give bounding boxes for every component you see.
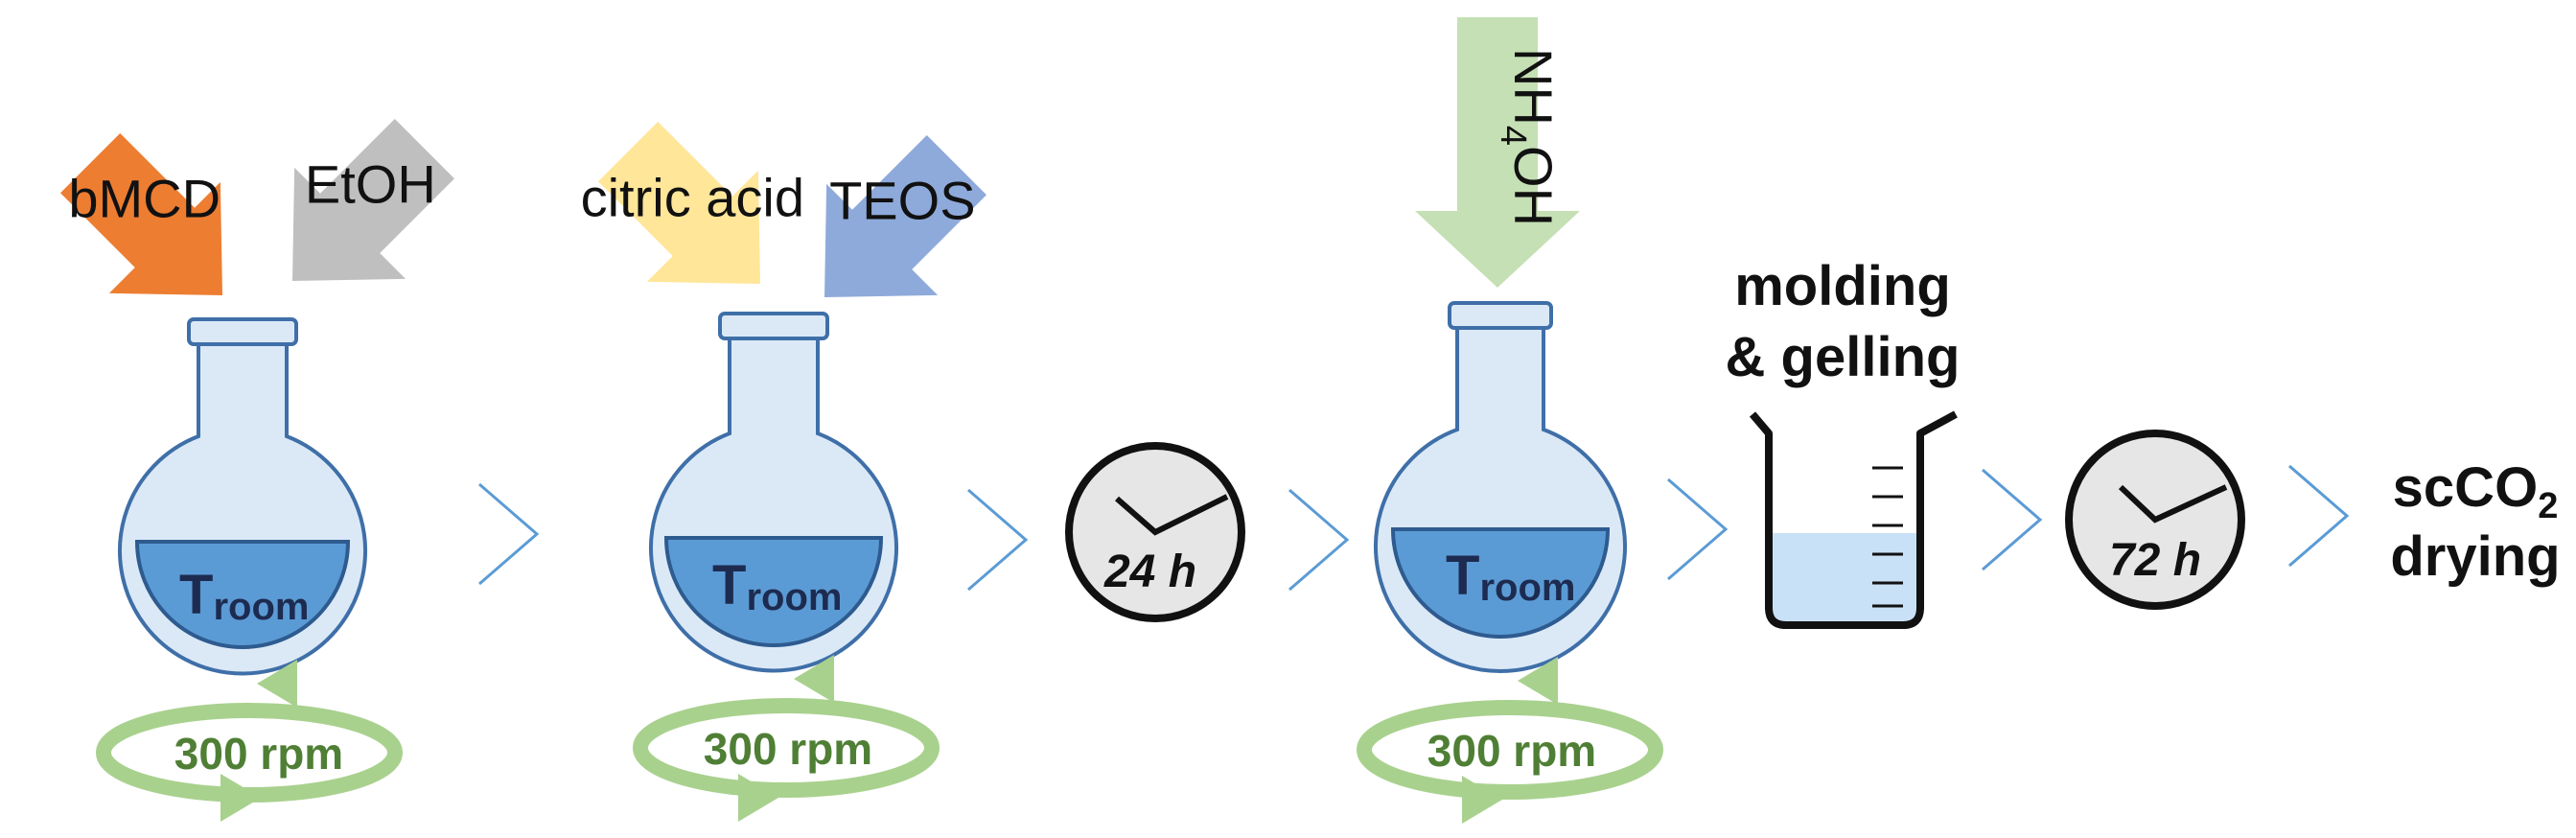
beaker-icon bbox=[1749, 410, 1958, 629]
flask-1: Troom bbox=[118, 317, 367, 676]
bmcd-arrow: bMCD bbox=[35, 107, 278, 351]
citric-acid-arrow: citric acid bbox=[572, 96, 816, 339]
nh4oh-arrow: NH4OH bbox=[1415, 17, 1580, 288]
scco2-label: scCO2 bbox=[2393, 456, 2559, 526]
stir-ring-1-label: 300 rpm bbox=[174, 729, 343, 779]
teos-label: TEOS bbox=[829, 171, 975, 231]
etoh-label: EtOH bbox=[305, 154, 436, 215]
clock-72h-icon: 72 h bbox=[2065, 430, 2245, 610]
flask-2: Troom bbox=[649, 312, 898, 673]
teos-arrow: TEOS bbox=[769, 109, 1012, 353]
flask-2-temp: Troom bbox=[712, 554, 842, 618]
clock-72h-label: 72 h bbox=[2109, 535, 2201, 586]
stir-ring-1: 300 rpm bbox=[96, 660, 403, 822]
molding-label: molding bbox=[1734, 255, 1951, 317]
chevron-2 bbox=[967, 488, 1029, 592]
nh4oh-label: NH4OH bbox=[1493, 48, 1564, 226]
chevron-5 bbox=[1982, 468, 2043, 571]
citric-acid-label: citric acid bbox=[581, 167, 804, 227]
clock-24h-icon: 24 h bbox=[1065, 442, 1245, 622]
chevrons bbox=[478, 464, 2350, 592]
flask-1-temp: Troom bbox=[179, 564, 309, 628]
clock-24h-label: 24 h bbox=[1103, 547, 1196, 597]
flask-3-temp: Troom bbox=[1446, 545, 1575, 609]
chevron-6 bbox=[2288, 464, 2350, 568]
chevron-3 bbox=[1288, 488, 1350, 592]
stir-ring-3-label: 300 rpm bbox=[1427, 726, 1596, 776]
gelling-label: & gelling bbox=[1726, 326, 1961, 388]
stir-ring-2: 300 rpm bbox=[633, 655, 940, 822]
bmcd-label: bMCD bbox=[68, 169, 220, 229]
etoh-arrow: EtOH bbox=[237, 93, 480, 337]
stir-ring-3: 300 rpm bbox=[1357, 657, 1663, 824]
chevron-1 bbox=[478, 482, 540, 586]
flask-3: Troom bbox=[1374, 301, 1627, 673]
stir-ring-2-label: 300 rpm bbox=[704, 724, 872, 774]
chevron-4 bbox=[1667, 477, 1729, 581]
drying-label: drying bbox=[2390, 525, 2560, 588]
